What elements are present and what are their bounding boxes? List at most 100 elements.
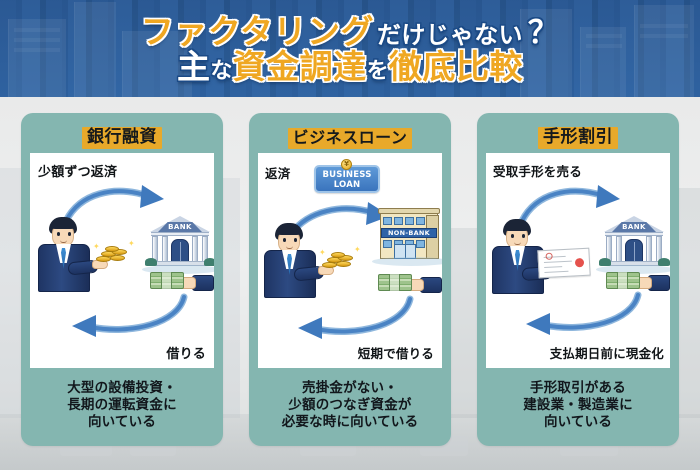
title-omo: 主: [177, 46, 211, 86]
hand-with-cash-illustration: [376, 273, 442, 299]
sparkle-icon: ✦: [128, 239, 135, 248]
arrow-to-person-icon: [526, 291, 642, 335]
bank-label: BANK: [622, 223, 646, 231]
card-title-wrap: ビジネスローン: [287, 123, 413, 153]
nonbank-label: NON-BANK: [381, 228, 437, 238]
title-factoring: ファクタリング: [140, 11, 375, 51]
bank-pediment-inner: [158, 222, 202, 232]
card-title-wrap: 銀行融資: [82, 123, 162, 153]
promissory-note-illustration: [537, 247, 591, 279]
hair-fringe: [50, 221, 76, 229]
window-row: [383, 217, 425, 225]
gold-coins-illustration: [322, 252, 356, 270]
bank-label: BANK: [168, 223, 192, 231]
bank-column: [616, 236, 622, 262]
cash-bundle: [378, 274, 412, 291]
necktie: [287, 254, 292, 275]
desc-line: 向いている: [87, 414, 157, 431]
necktie: [61, 248, 66, 269]
desc-line: 建設業・製造業に: [523, 396, 633, 413]
sparkle-icon: ✦: [319, 248, 326, 257]
illustration-panel-business-loan: 返済 BUSINESS LOAN ¥: [258, 153, 442, 368]
desc-line: 長期の運転資金に: [67, 396, 177, 413]
flow-label-repay: 返済: [265, 166, 291, 181]
bank-building-illustration: BANK: [599, 216, 670, 268]
desc-line: 大型の設備投資・: [67, 379, 177, 396]
card-bill-discounting[interactable]: 手形割引 受取手形を売る BANK: [477, 113, 679, 446]
title-tetteihikaku: 徹底比較: [388, 46, 523, 86]
bank-shadow: [142, 265, 214, 274]
desc-line: 売掛金がない・: [302, 379, 398, 396]
cash-bundle: [150, 272, 184, 289]
sparkle-icon: ✦: [354, 245, 361, 254]
eye: [57, 232, 60, 236]
card-title-business-loan: ビジネスローン: [287, 127, 413, 150]
card-description-bank-loan: 大型の設備投資・ 長期の運転資金に 向いている: [65, 368, 179, 438]
flow-label-cash-before-due-date: 支払期日前に現金化: [549, 346, 664, 361]
desc-line: 少額のつなぎ資金が: [288, 396, 412, 413]
bank-pediment-inner: [612, 222, 656, 232]
bank-shadow: [596, 265, 670, 274]
card-title-bill-discounting: 手形割引: [538, 126, 618, 150]
card-bank-loan[interactable]: 銀行融資 少額ずつ返済 BANK: [21, 113, 223, 446]
title-line-2: 主 な 資金調達 を 徹底比較: [177, 50, 523, 83]
flow-label-sell-bill: 受取手形を売る: [493, 164, 582, 179]
hair-fringe: [276, 227, 302, 235]
businessman-illustration: [492, 219, 562, 295]
bank-column: [162, 236, 168, 262]
title-na: な: [210, 58, 233, 84]
sparkle-icon: ✦: [93, 242, 100, 251]
coin-icon: ¥: [341, 159, 352, 170]
card-business-loan[interactable]: ビジネスローン 返済 BUSINESS LOAN ¥: [249, 113, 451, 446]
illustration-panel-bill-discounting: 受取手形を売る BANK: [486, 153, 670, 368]
illustration-panel-bank-loan: 少額ずつ返済 BANK: [30, 153, 214, 368]
title-shikinchoutatsu: 資金調達: [232, 46, 367, 86]
hair-fringe: [504, 223, 530, 231]
bush-icon: [658, 258, 670, 266]
building-entrance: [394, 244, 416, 259]
eye: [68, 232, 71, 236]
bank-door: [625, 239, 643, 262]
bank-architrave: [605, 232, 663, 236]
building-shadow: [372, 257, 442, 266]
hand-with-cash-illustration: [148, 271, 214, 297]
header-banner: ファクタリング だけじゃない ？ 主 な 資金調達 を 徹底比較: [0, 0, 700, 97]
flow-label-short-term-borrow: 短期で借りる: [357, 346, 434, 361]
necktie: [515, 250, 520, 271]
sign-line-1: BUSINESS: [322, 170, 372, 180]
bush-icon: [204, 258, 214, 266]
title-wo: を: [366, 58, 389, 84]
eye: [294, 238, 297, 242]
title-question-mark: ？: [527, 14, 560, 51]
eye: [522, 234, 525, 238]
red-seal-icon: [574, 257, 585, 268]
bush-icon: [145, 258, 157, 266]
nonbank-building-illustration: NON-BANK: [378, 208, 440, 260]
mouth: [60, 240, 67, 243]
bank-architrave: [151, 232, 209, 236]
title-dakejanai: だけじゃない: [377, 20, 523, 49]
eye: [511, 234, 514, 238]
card-description-business-loan: 売掛金がない・ 少額のつなぎ資金が 必要な時に向いている: [280, 368, 421, 438]
sign-line-2: LOAN: [333, 180, 361, 190]
desc-line: 手形取引がある: [530, 379, 626, 396]
arrow-to-person-icon: [72, 293, 188, 337]
businessman-illustration: [264, 223, 334, 299]
red-seal-outline-icon: [545, 252, 553, 260]
bank-column: [646, 236, 652, 262]
flow-label-repay-small: 少額ずつ返済: [38, 165, 118, 180]
title-line-1: ファクタリング だけじゃない ？: [141, 15, 559, 49]
cash-bundle: [606, 272, 640, 289]
desc-line: 必要な時に向いている: [281, 414, 419, 431]
mouth: [286, 246, 293, 249]
gold-coins-illustration: [96, 246, 130, 264]
bush-icon: [599, 258, 611, 266]
arrow-to-bank-icon: [518, 185, 620, 225]
hand-with-cash-illustration: [604, 271, 670, 297]
card-title-wrap: 手形割引: [538, 123, 618, 153]
flow-label-borrow: 借りる: [166, 347, 206, 362]
businessman-illustration: [38, 217, 108, 293]
desc-line: 向いている: [543, 414, 613, 431]
bank-door: [171, 239, 189, 262]
